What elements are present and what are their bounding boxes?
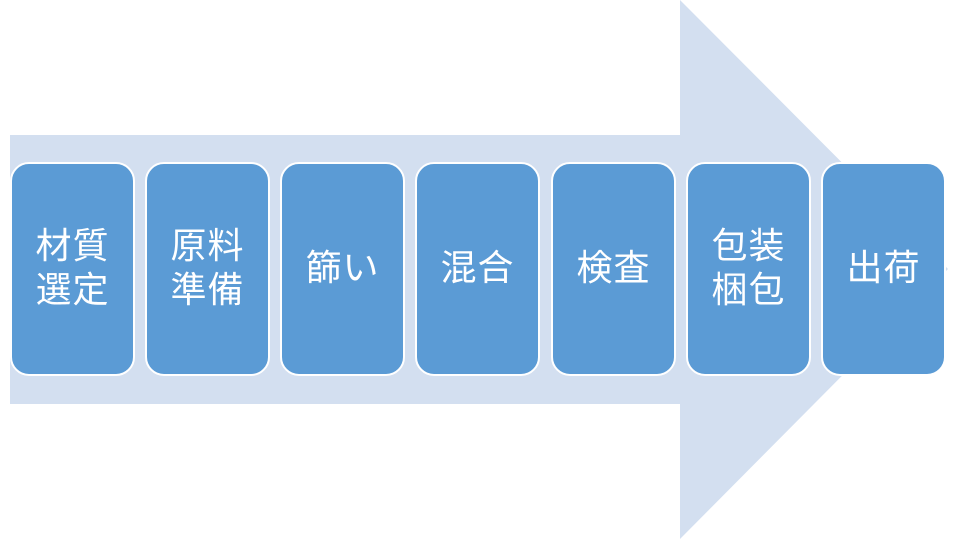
step-label: 材質選定 [35,226,110,311]
step-material-selection: 材質選定 [10,162,135,376]
step-mixing: 混合 [415,162,540,376]
step-shipping: 出荷 [821,162,946,376]
step-label: 包装梱包 [711,226,786,311]
step-label: 検査 [576,248,651,289]
step-label: 出荷 [846,248,921,289]
step-packaging: 包装梱包 [686,162,811,376]
step-label: 混合 [440,248,515,289]
step-label: 篩い [305,248,380,289]
step-raw-material-prep: 原料準備 [145,162,270,376]
step-sieving: 篩い [280,162,405,376]
step-inspection: 検査 [551,162,676,376]
step-label: 原料準備 [170,226,245,311]
